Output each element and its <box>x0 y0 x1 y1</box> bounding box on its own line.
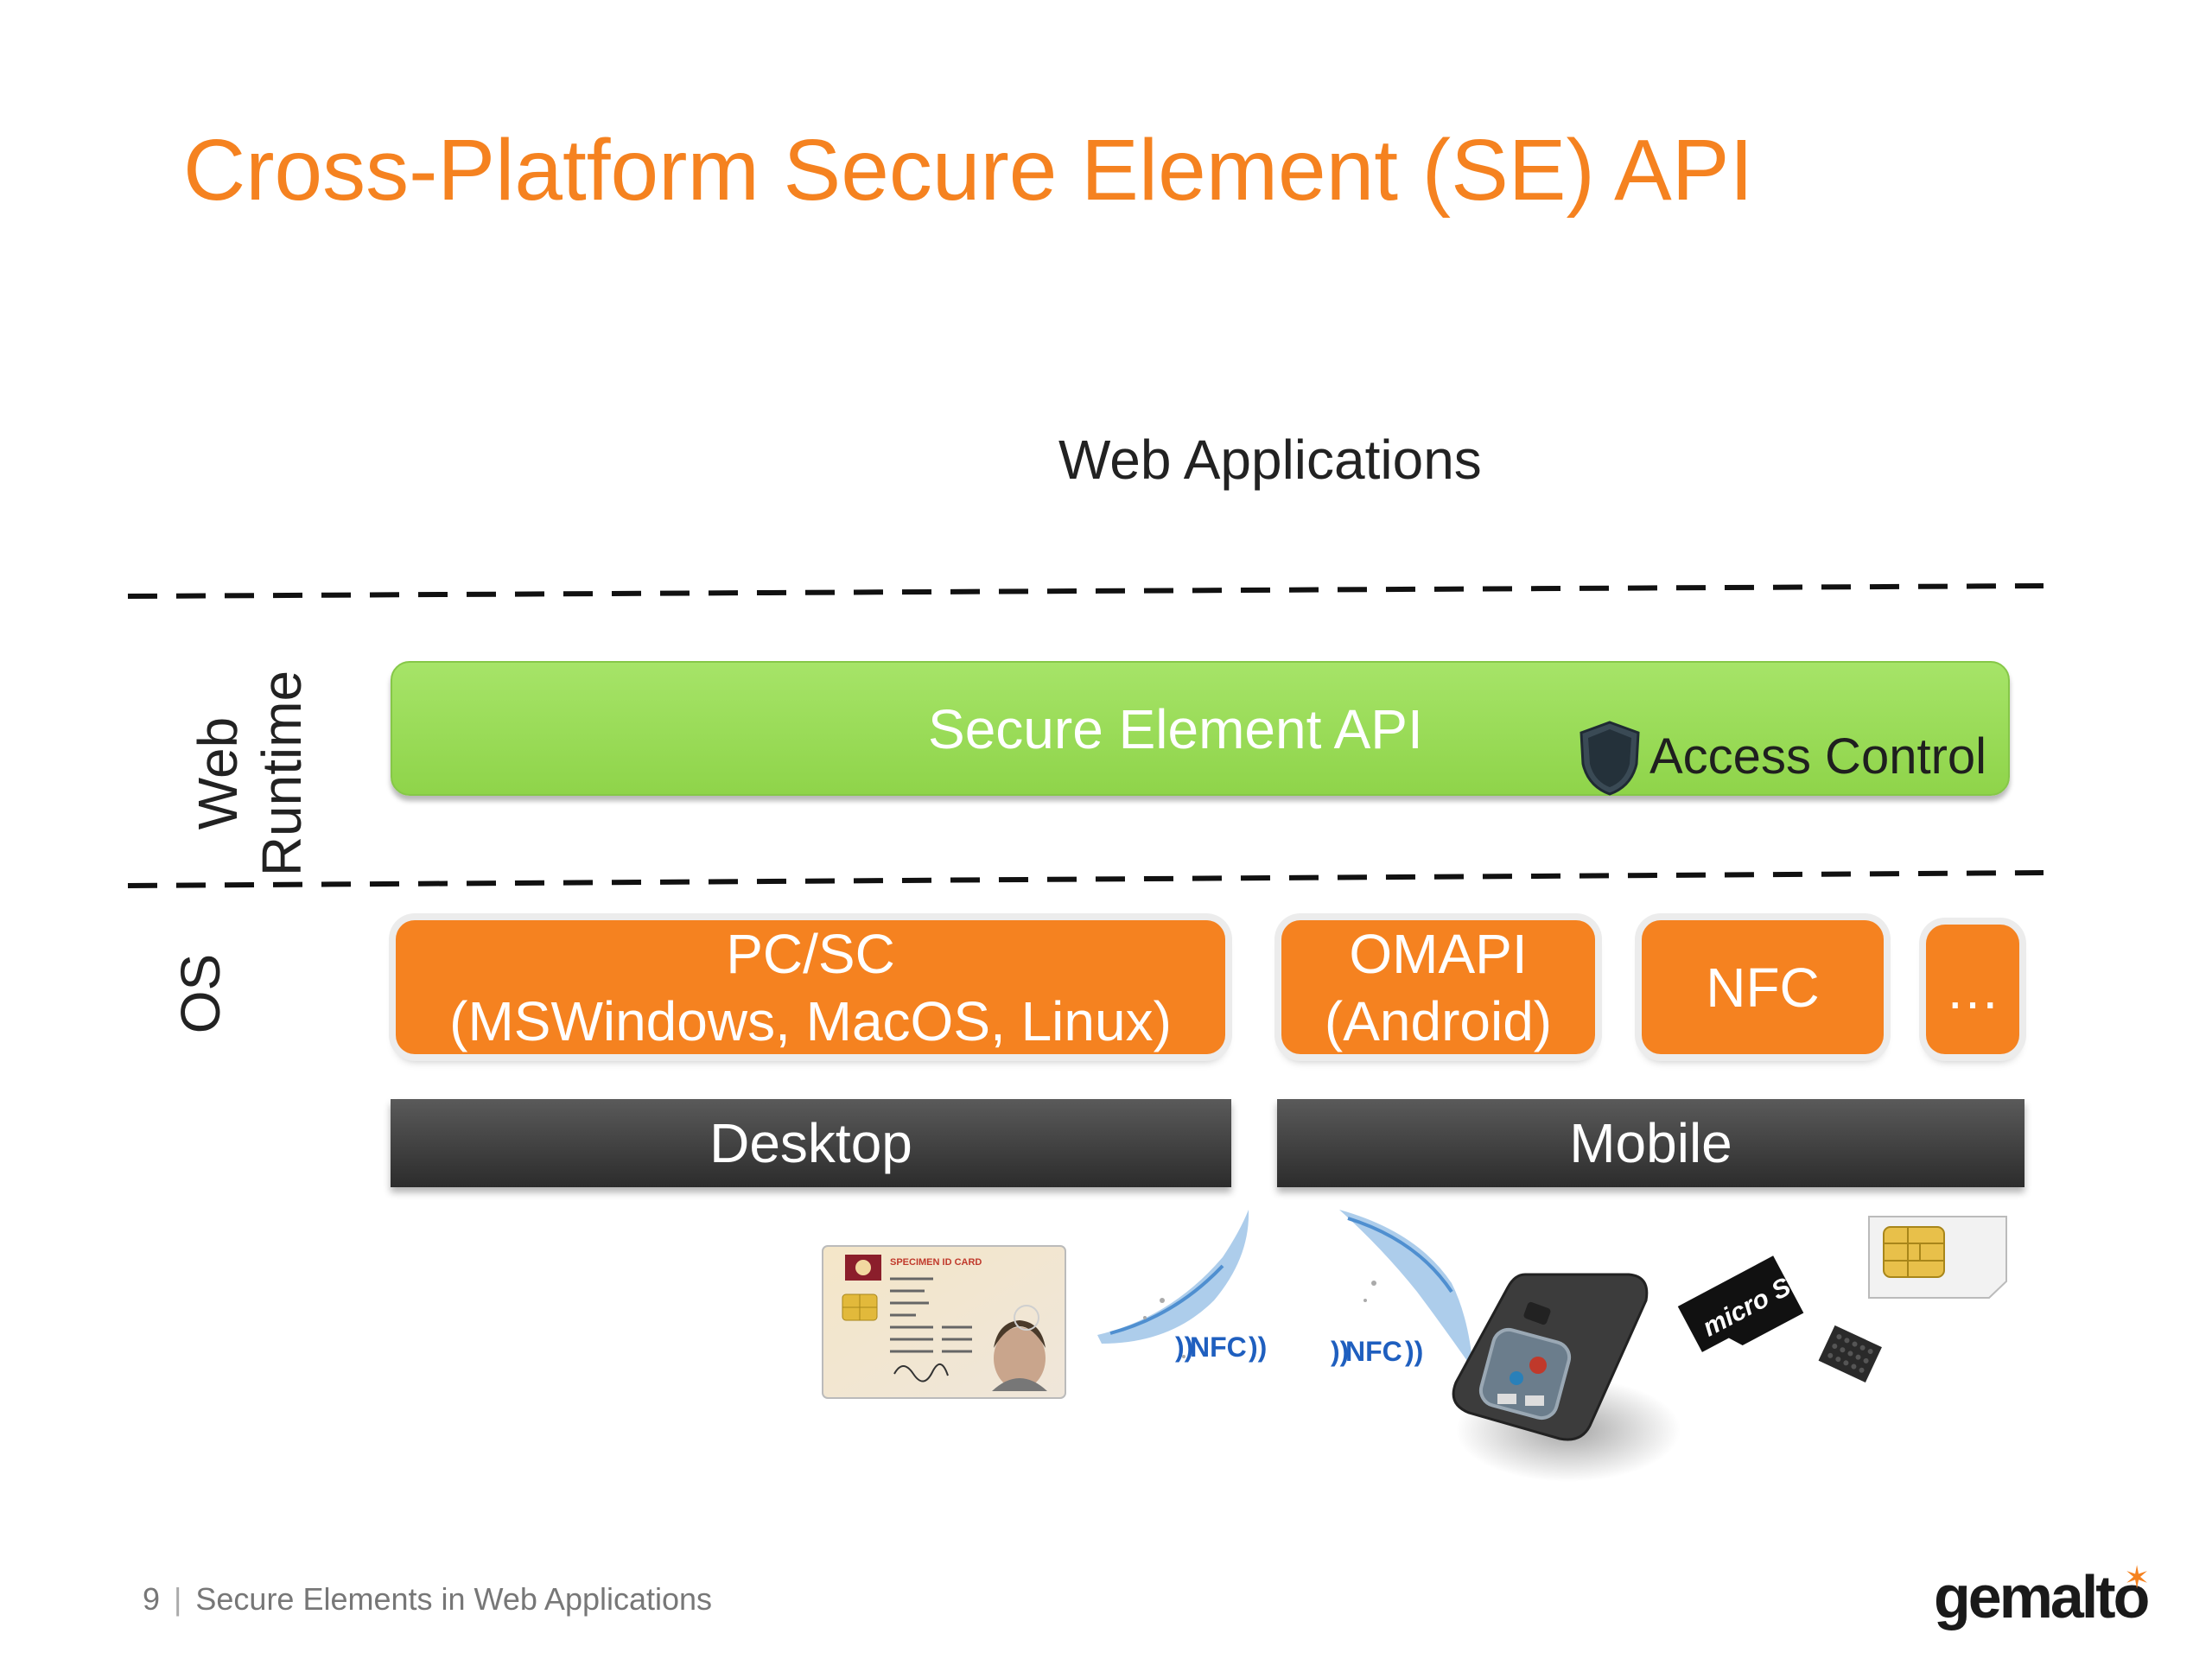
secure-element-api-bar: Secure Element API Access Control <box>391 661 2010 796</box>
usb-token-icon <box>1452 1273 1681 1482</box>
gemalto-logo: gemalto <box>1934 1563 2150 1630</box>
pcsc-title: PC/SC <box>726 922 895 985</box>
omapi-box: OMAPI (Android) <box>1281 920 1595 1054</box>
footer-text: Secure Elements in Web Applications <box>195 1581 713 1617</box>
microsd-icon: micro SD <box>1677 1255 1812 1352</box>
svg-text:)): )) <box>1331 1336 1349 1367</box>
svg-text:)): )) <box>1249 1332 1267 1363</box>
id-card-icon: SPECIMEN ID CARD <box>822 1245 1066 1399</box>
nfc-box: NFC <box>1642 920 1884 1054</box>
web-runtime-label: Web Runtime <box>186 644 315 903</box>
pcsc-box: PC/SC (MSWindows, MacOS, Linux) <box>396 920 1225 1054</box>
nfc-wave-icon-2: )) NFC )) <box>1331 1210 1473 1370</box>
page-number: 9 <box>143 1581 161 1617</box>
omapi-platform: (Android) <box>1324 989 1553 1052</box>
svg-text:)): )) <box>1175 1332 1193 1363</box>
web-applications-label: Web Applications <box>1058 429 1482 491</box>
separator-top <box>127 583 2044 599</box>
desktop-bar: Desktop <box>391 1099 1231 1187</box>
secure-element-api-label: Secure Element API <box>928 698 1423 760</box>
id-card-header: SPECIMEN ID CARD <box>890 1257 982 1268</box>
nfc-wave-icon: )) NFC )) <box>1097 1210 1267 1363</box>
footer: 9|Secure Elements in Web Applications <box>143 1581 713 1617</box>
logo-star-icon: ✶ <box>2124 1560 2151 1595</box>
mobile-bar: Mobile <box>1277 1099 2024 1187</box>
more-box: … <box>1926 925 2019 1054</box>
svg-text:)): )) <box>1405 1336 1423 1367</box>
sim-card-icon <box>1868 1216 2007 1299</box>
omapi-title: OMAPI <box>1349 922 1528 985</box>
nfc-logo-1: NFC <box>1190 1332 1247 1363</box>
access-control-label: Access Control <box>1649 728 1987 785</box>
shield-icon <box>1580 721 1640 796</box>
separator-bottom <box>127 870 2044 888</box>
page-title: Cross-Platform Secure Element (SE) API <box>183 122 1754 219</box>
os-label: OS <box>169 953 232 1034</box>
pcsc-platforms: (MSWindows, MacOS, Linux) <box>449 989 1172 1052</box>
nfc-logo-2: NFC <box>1345 1336 1402 1367</box>
web-runtime-line1: Web <box>187 716 249 830</box>
chip-icon <box>1818 1325 1882 1382</box>
web-runtime-line2: Runtime <box>251 670 313 877</box>
